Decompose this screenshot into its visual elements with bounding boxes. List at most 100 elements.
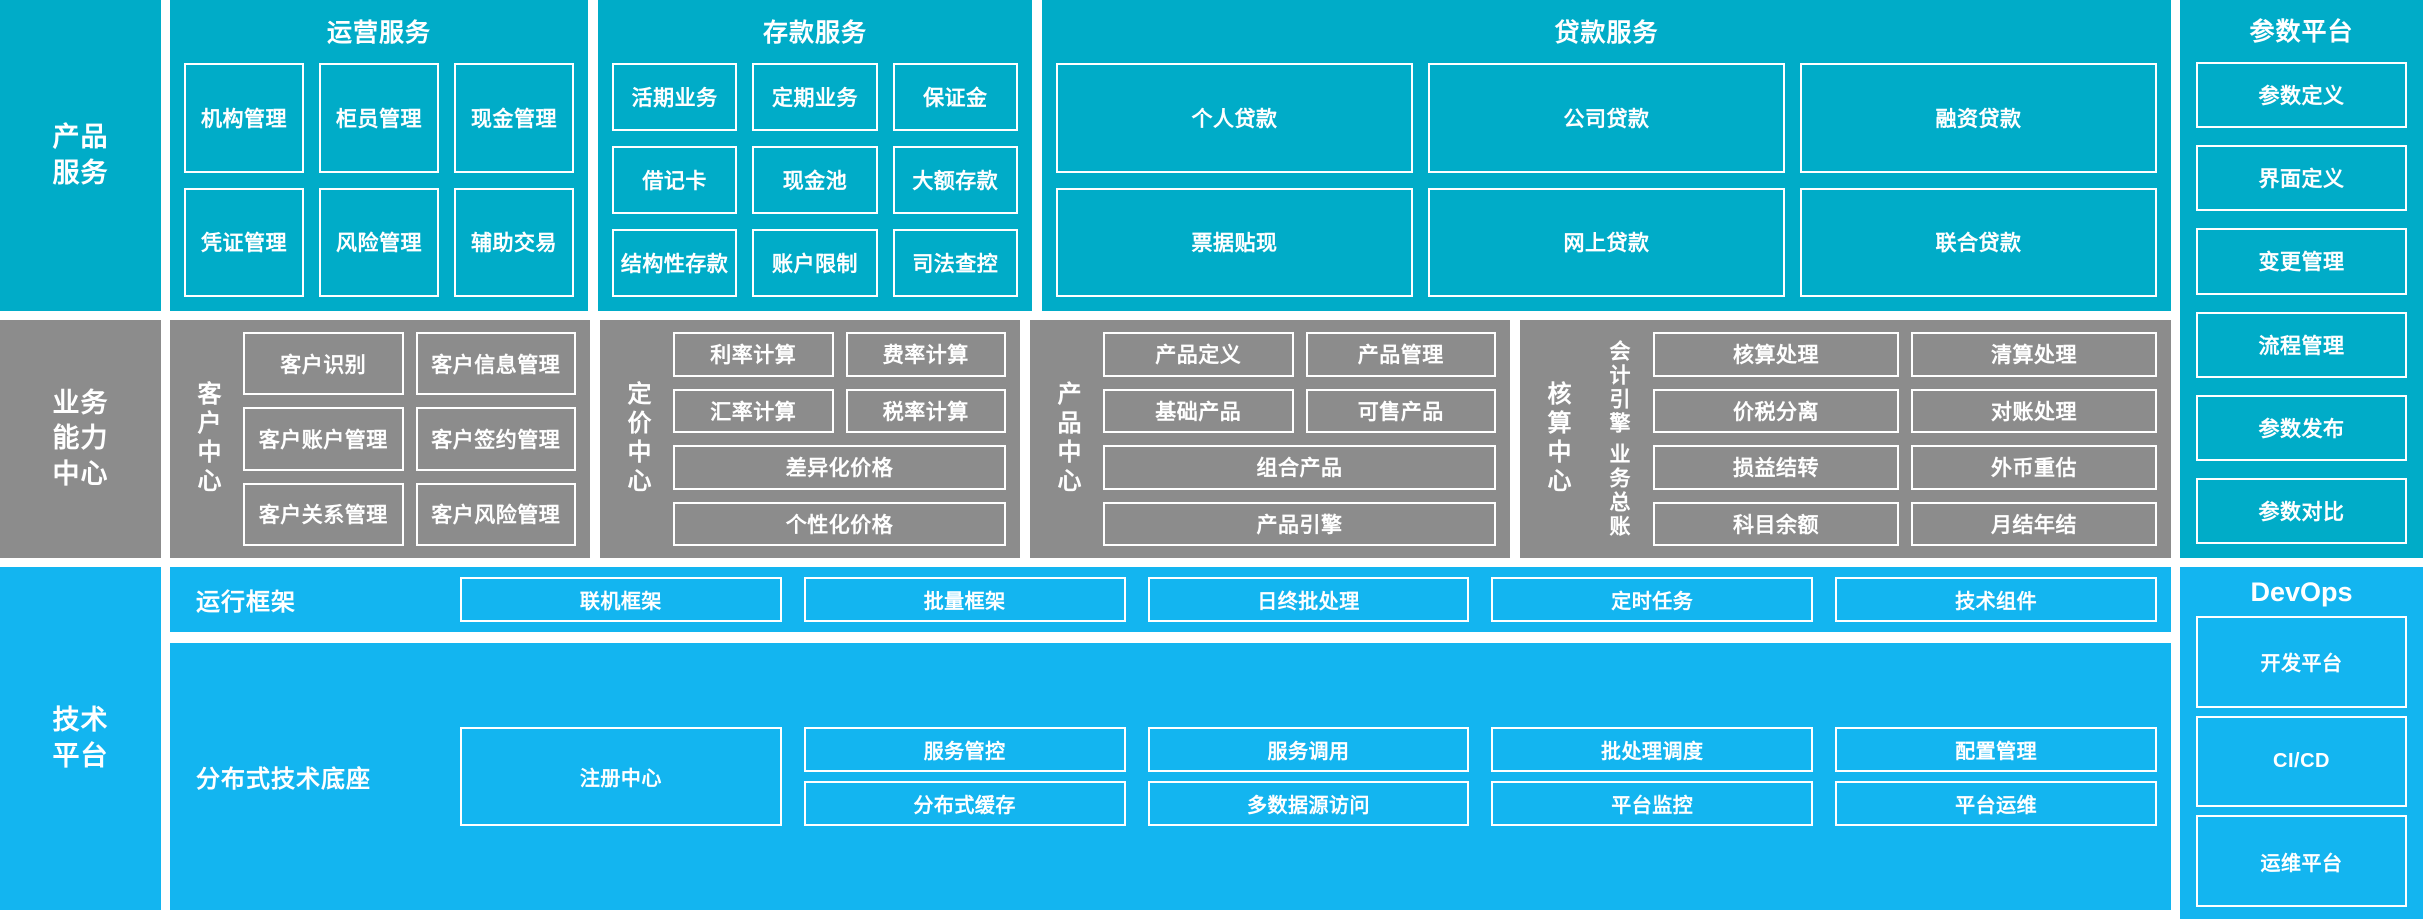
capability-tile[interactable]: 产品引擎 — [1103, 501, 1496, 546]
capability-tile[interactable]: 客户关系管理 — [243, 482, 404, 546]
distributed-base-col: 配置管理 平台运维 — [1835, 727, 2157, 826]
service-tile[interactable]: 个人贷款 — [1056, 63, 1413, 173]
capability-center-name: 产品中心 — [1053, 381, 1080, 497]
runtime-framework-strip: 运行框架 联机框架 批量框架 日终批处理 定时任务 — [170, 567, 2171, 632]
accounting-sublabel-ledger: 业务总账 — [1607, 442, 1630, 539]
parameter-tile[interactable]: 参数定义 — [2196, 62, 2407, 129]
capability-tile[interactable]: 客户账户管理 — [243, 407, 404, 471]
layer-label-line1: 业务 — [52, 387, 109, 418]
layer-label-business-capability: 业务 能力 中心 — [0, 320, 161, 558]
runtime-framework-col: 定时任务 — [1491, 577, 1814, 622]
capability-tile[interactable]: 清算处理 — [1911, 332, 2157, 377]
base-tile[interactable]: 服务调用 — [1147, 727, 1470, 772]
layer-label-line2: 能力 — [52, 423, 109, 454]
capability-tile[interactable]: 基础产品 — [1103, 388, 1294, 433]
distributed-base-col: 服务调用 多数据源访问 — [1147, 727, 1470, 826]
base-tile[interactable]: 注册中心 — [460, 727, 782, 826]
service-tile[interactable]: 机构管理 — [184, 63, 304, 173]
service-tile[interactable]: 定期业务 — [752, 63, 878, 131]
service-group-title: 贷款服务 — [1554, 19, 1659, 47]
service-tile[interactable]: 公司贷款 — [1428, 63, 1785, 173]
service-tile[interactable]: 现金管理 — [454, 63, 574, 173]
accounting-sublabel-engine: 会计引擎 — [1607, 339, 1630, 436]
capability-tile[interactable]: 客户签约管理 — [415, 407, 576, 471]
devops-tile[interactable]: CI/CD — [2196, 715, 2407, 808]
capability-tile[interactable]: 客户识别 — [243, 332, 404, 396]
capability-center-name: 核算中心 — [1543, 381, 1570, 497]
capability-tile[interactable]: 损益结转 — [1653, 445, 1899, 490]
service-tile[interactable]: 结构性存款 — [612, 229, 738, 297]
service-tile[interactable]: 活期业务 — [612, 63, 738, 131]
service-tile[interactable]: 大额存款 — [892, 146, 1018, 214]
capability-tile[interactable]: 客户风险管理 — [415, 482, 576, 546]
layer-business-capability: 业务 能力 中心 客户中心 客户识别 客户信息管理 客户账户管理 — [0, 320, 2171, 558]
service-tile[interactable]: 现金池 — [752, 146, 878, 214]
service-group-loan: 贷款服务 个人贷款 公司贷款 融资贷款 票据贴现 网上贷款 联合贷款 — [1042, 0, 2171, 311]
capability-tile[interactable]: 差异化价格 — [673, 445, 1006, 490]
service-tile[interactable]: 账户限制 — [752, 229, 878, 297]
runtime-tile[interactable]: 技术组件 — [1835, 577, 2157, 622]
base-tile[interactable]: 平台运维 — [1835, 781, 2157, 826]
capability-row: 组合产品 — [1103, 445, 1496, 490]
capability-tile[interactable]: 价税分离 — [1653, 388, 1899, 433]
devops-tile[interactable]: 开发平台 — [2196, 616, 2407, 708]
service-tile[interactable]: 借记卡 — [612, 146, 738, 214]
service-tile[interactable]: 司法查控 — [892, 229, 1018, 297]
distributed-base-col: 注册中心 — [460, 727, 782, 826]
runtime-tile[interactable]: 日终批处理 — [1147, 577, 1470, 622]
base-tile[interactable]: 分布式缓存 — [803, 781, 1126, 826]
capability-tile[interactable]: 税率计算 — [845, 388, 1006, 433]
parameter-tile[interactable]: 参数发布 — [2196, 394, 2407, 461]
capability-tile[interactable]: 对账处理 — [1911, 388, 2157, 433]
service-tile[interactable]: 融资贷款 — [1800, 63, 2157, 173]
base-tile[interactable]: 多数据源访问 — [1147, 781, 1470, 826]
parameter-tile[interactable]: 变更管理 — [2196, 228, 2407, 295]
capability-row: 差异化价格 — [673, 445, 1006, 490]
capability-tile[interactable]: 费率计算 — [845, 332, 1006, 377]
capability-tile[interactable]: 汇率计算 — [673, 388, 834, 433]
base-tile[interactable]: 配置管理 — [1835, 727, 2157, 772]
service-tile[interactable]: 保证金 — [892, 63, 1018, 131]
service-tile[interactable]: 辅助交易 — [454, 187, 574, 297]
runtime-tile[interactable]: 批量框架 — [803, 577, 1126, 622]
accounting-sublabels: 会计引擎 业务总账 — [1593, 332, 1643, 546]
parameter-tile[interactable]: 界面定义 — [2196, 145, 2407, 212]
service-row: 票据贴现 网上贷款 联合贷款 — [1056, 187, 2157, 297]
capability-tile[interactable]: 产品定义 — [1103, 332, 1294, 377]
capability-tile[interactable]: 科目余额 — [1653, 501, 1899, 546]
runtime-framework-col: 技术组件 — [1835, 577, 2157, 622]
service-group-title: 存款服务 — [762, 19, 867, 47]
runtime-tile[interactable]: 定时任务 — [1491, 577, 1814, 622]
base-tile[interactable]: 服务管控 — [803, 727, 1126, 772]
capability-tile[interactable]: 客户信息管理 — [415, 332, 576, 396]
capability-center-name: 客户中心 — [193, 381, 220, 497]
capability-tile[interactable]: 利率计算 — [673, 332, 834, 377]
base-tile[interactable]: 平台监控 — [1491, 781, 1814, 826]
capability-tile[interactable]: 产品管理 — [1305, 332, 1496, 377]
parameter-tile[interactable]: 参数对比 — [2196, 477, 2407, 545]
base-tile[interactable]: 批处理调度 — [1491, 727, 1814, 772]
parameter-platform-title: 参数平台 — [2249, 18, 2354, 46]
capability-row: 客户账户管理 客户签约管理 — [243, 407, 576, 471]
capability-tile[interactable]: 个性化价格 — [673, 501, 1006, 546]
capability-row: 汇率计算 税率计算 — [673, 388, 1006, 433]
capability-tile[interactable]: 核算处理 — [1653, 332, 1899, 377]
capability-tile[interactable]: 可售产品 — [1305, 388, 1496, 433]
capability-tile[interactable]: 月结年结 — [1911, 501, 2157, 546]
service-tile[interactable]: 凭证管理 — [184, 187, 304, 297]
service-tile[interactable]: 柜员管理 — [319, 63, 439, 173]
devops-panel: DevOps 开发平台 CI/CD 运维平台 — [2180, 567, 2423, 919]
service-tile[interactable]: 风险管理 — [319, 187, 439, 297]
runtime-tile[interactable]: 联机框架 — [460, 577, 782, 622]
devops-tile[interactable]: 运维平台 — [2196, 815, 2407, 908]
parameter-tile[interactable]: 流程管理 — [2196, 311, 2407, 378]
layer-label-line1: 产品 — [52, 121, 109, 152]
capability-row: 科目余额 月结年结 — [1653, 501, 2157, 546]
capability-tile[interactable]: 外币重估 — [1911, 445, 2157, 490]
capability-centers: 客户中心 客户识别 客户信息管理 客户账户管理 客户签约管理 客户关系管理 客户 — [170, 320, 2171, 558]
capability-tile[interactable]: 组合产品 — [1103, 445, 1496, 490]
layer-label-line3: 中心 — [52, 458, 109, 489]
service-tile[interactable]: 票据贴现 — [1056, 187, 1413, 297]
service-tile[interactable]: 网上贷款 — [1428, 187, 1785, 297]
service-tile[interactable]: 联合贷款 — [1800, 187, 2157, 297]
